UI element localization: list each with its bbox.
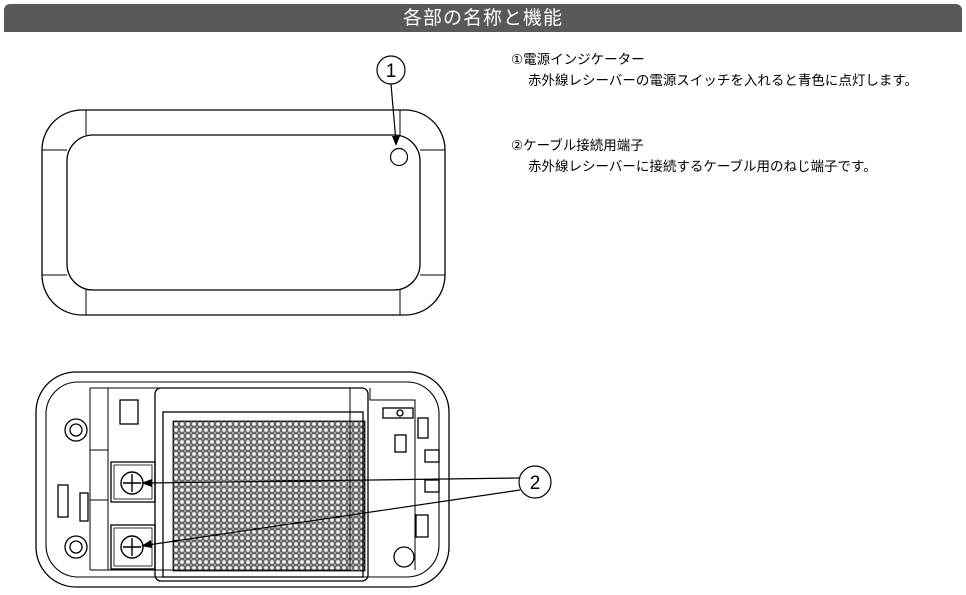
callout-2 — [147, 465, 552, 546]
cable-terminal-upper — [120, 471, 144, 495]
description-cable-terminal: ②ケーブル接続用端子 赤外線レシーバーに接続するケーブル用のねじ端子です。 — [511, 136, 961, 178]
item-2-body: 赤外線レシーバーに接続するケーブル用のねじ端子です。 — [528, 159, 877, 175]
callout-2-label: 2 — [530, 473, 541, 494]
power-indicator-led — [389, 147, 409, 167]
item-1-heading: ①電源インジケーター — [511, 52, 645, 68]
speaker-grille — [172, 420, 366, 572]
description-power-indicator: ①電源インジケーター 赤外線レシーバーの電源スイッチを入れると青色に点灯します。 — [511, 50, 961, 92]
front-view — [41, 109, 446, 316]
item-1-body: 赤外線レシーバーの電源スイッチを入れると青色に点灯します。 — [528, 73, 919, 89]
item-2-heading: ②ケーブル接続用端子 — [511, 138, 644, 154]
section-title: 各部の名称と機能 — [4, 4, 962, 32]
callout-1-label: 1 — [386, 61, 397, 82]
cable-terminal-lower — [120, 535, 144, 559]
callout-1 — [376, 55, 406, 143]
